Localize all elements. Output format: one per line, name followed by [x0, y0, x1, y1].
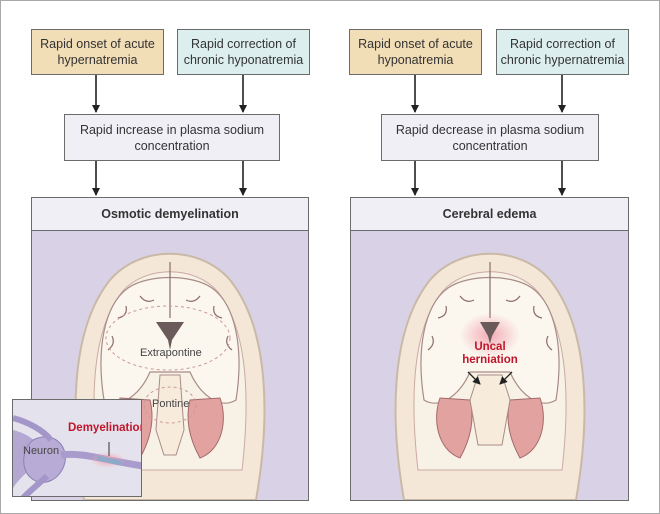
left-sodium-change-box: Rapid increase in plasma sodium concentr… [64, 114, 280, 161]
left-cause-chronic-text: Rapid correction of chronic hyponatremia [183, 37, 304, 67]
left-cause-acute-box: Rapid onset of acute hypernatremia [31, 29, 164, 75]
right-cause-acute-text: Rapid onset of acute hyponatremia [358, 37, 473, 67]
demyelination-label: Demyelination [68, 422, 142, 434]
right-arrows [411, 75, 566, 196]
right-brain-illustration [394, 252, 586, 500]
left-sodium-change-text: Rapid increase in plasma sodium concentr… [79, 122, 265, 153]
neuron-label: Neuron [23, 445, 60, 457]
right-sodium-change-box: Rapid decrease in plasma sodium concentr… [381, 114, 599, 161]
left-cause-chronic-box: Rapid correction of chronic hyponatremia [177, 29, 310, 75]
right-outcome-title: Cerebral edema [351, 198, 628, 231]
extrapontine-label: Extrapontine [140, 347, 202, 359]
right-sodium-change-text: Rapid decrease in plasma sodium concentr… [395, 122, 585, 153]
neuron-drawing [13, 415, 141, 496]
left-arrows [92, 75, 247, 196]
right-cause-chronic-text: Rapid correction of chronic hypernatremi… [500, 37, 625, 67]
uncal-herniation-label: Uncal herniation [462, 341, 518, 366]
right-cause-acute-box: Rapid onset of acute hyponatremia [349, 29, 482, 75]
pontine-label: Pontine [152, 398, 190, 410]
right-cause-chronic-box: Rapid correction of chronic hypernatremi… [496, 29, 629, 75]
neuron-inset: Neuron Demyelination [12, 399, 142, 497]
left-outcome-title: Osmotic demyelination [32, 198, 308, 231]
left-cause-acute-text: Rapid onset of acute hypernatremia [40, 37, 155, 67]
